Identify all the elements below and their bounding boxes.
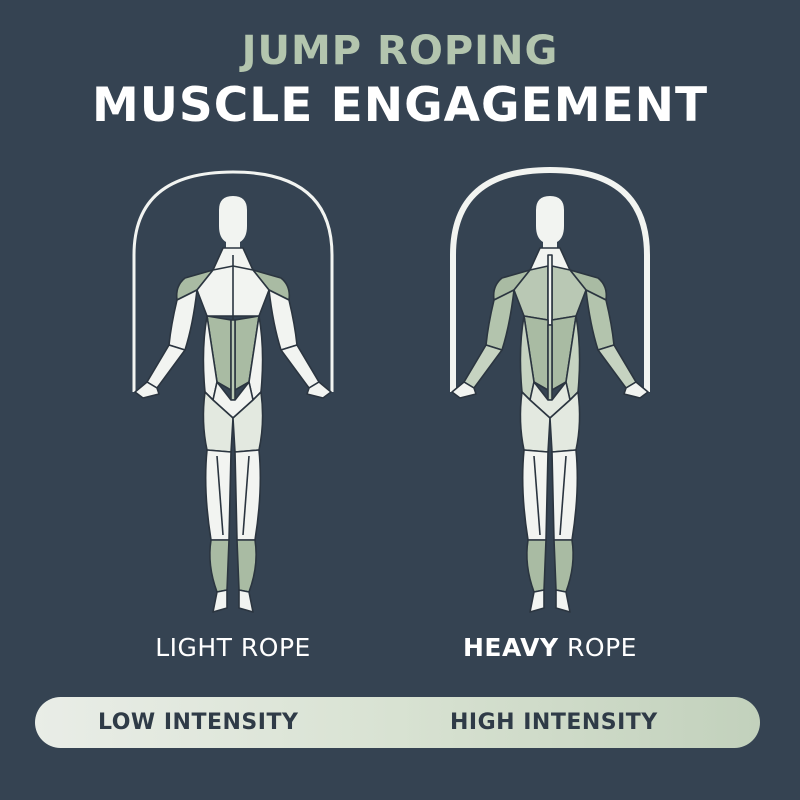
heavy-rope-figure [430, 160, 670, 620]
muscle-body-light-icon [132, 170, 334, 613]
rope-icon [450, 166, 650, 392]
low-intensity-label: LOW INTENSITY [98, 710, 299, 735]
intensity-bar: LOW INTENSITY HIGH INTENSITY [35, 697, 760, 748]
rope-icon [132, 170, 334, 392]
heavy-emphasis: HEAVY [463, 633, 559, 662]
light-rope-label: LIGHT ROPE [155, 633, 311, 662]
high-intensity-label: HIGH INTENSITY [450, 710, 658, 735]
subtitle: JUMP ROPING [241, 28, 559, 74]
page-title: MUSCLE ENGAGEMENT [91, 78, 709, 133]
light-rope-figure [113, 160, 353, 620]
heavy-rope-label: HEAVY ROPE [463, 633, 637, 662]
muscle-body-heavy-icon [450, 166, 650, 613]
